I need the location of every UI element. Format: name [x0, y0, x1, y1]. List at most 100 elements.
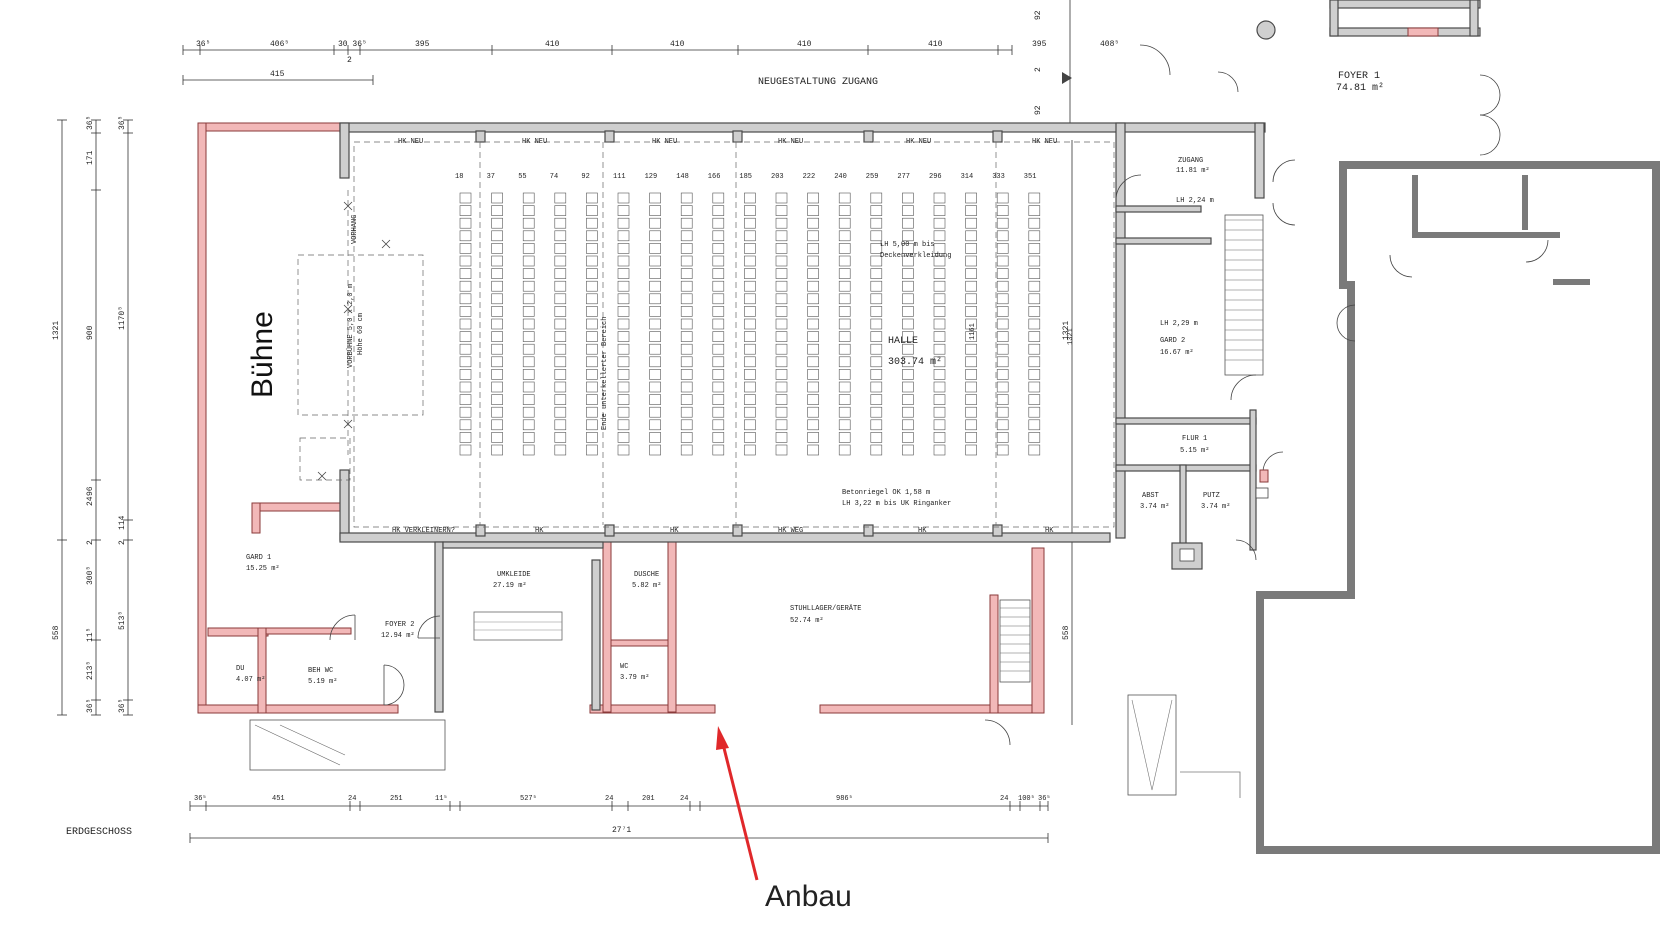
new-wall-bottom-left [197, 704, 399, 714]
seat [554, 318, 567, 330]
new-wall-left [197, 122, 207, 714]
seat [522, 280, 535, 292]
seat [680, 205, 693, 216]
room-abst-area: 3.74 m² [1140, 503, 1169, 511]
right-dim-2: 92 [1034, 105, 1043, 115]
note-betonriegel-2: LH 3,22 m bis UK Ringanker [842, 500, 951, 508]
seat [996, 432, 1009, 443]
room-gard1-area: 15.25 m² [246, 565, 280, 573]
seat [522, 356, 535, 368]
seat [807, 306, 819, 317]
seat [870, 432, 883, 443]
seat [459, 381, 472, 393]
seat [680, 343, 693, 355]
entrance-ramp [249, 719, 446, 771]
seat [680, 406, 693, 418]
seat-column-label: 148 [676, 173, 689, 181]
seat [870, 331, 883, 342]
seat [807, 255, 819, 267]
seat [522, 217, 535, 229]
seat [586, 444, 598, 456]
seat [744, 268, 756, 279]
seat [712, 192, 725, 204]
seat [491, 343, 503, 355]
seat [649, 205, 661, 216]
seat [1028, 205, 1041, 216]
top-dim-7: 410 [797, 40, 812, 49]
seat [554, 343, 567, 355]
seat [1028, 318, 1041, 330]
seat [744, 230, 756, 242]
top-dim-6: 410 [670, 40, 685, 49]
seat [902, 230, 914, 242]
seat [902, 356, 914, 368]
seat [870, 406, 883, 418]
seat [807, 331, 819, 342]
seat [491, 205, 503, 216]
left-dim-m6: 2 [86, 540, 95, 545]
hk-label: HK NEU [522, 138, 547, 146]
seat [712, 293, 725, 305]
seat [775, 217, 788, 229]
seat [933, 444, 946, 456]
seat [965, 205, 977, 216]
seat [522, 444, 535, 456]
seat [1028, 217, 1041, 229]
seat [775, 192, 788, 204]
seat [775, 205, 788, 216]
seat [996, 419, 1009, 431]
seat [491, 419, 503, 431]
seat [902, 306, 914, 317]
room-du-name: DU [236, 665, 244, 673]
hk-label: HK NEU [398, 138, 423, 146]
seat [744, 343, 756, 355]
left-dimension-chain: 1321 558 36⁵ 171 900 24 96 2 300⁵ 11⁵ 21… [52, 116, 133, 716]
seat [712, 217, 725, 229]
room-umkleide-area: 27.19 m² [493, 582, 527, 590]
top-dim-3: 30 36⁵ [338, 40, 367, 49]
seat [838, 293, 851, 305]
seat [838, 268, 851, 279]
seat [838, 205, 851, 216]
seat [838, 192, 851, 204]
seat [870, 369, 883, 380]
seat [491, 444, 503, 456]
seat [712, 381, 725, 393]
seat [870, 205, 883, 216]
top-dim-8: 410 [928, 40, 943, 49]
new-wall-wc-top [610, 639, 669, 647]
wall-gard2-bottom [1115, 417, 1257, 425]
seat [491, 394, 503, 405]
seat [965, 381, 977, 393]
seat [1028, 369, 1041, 380]
seat [459, 268, 472, 279]
seat [649, 255, 661, 267]
new-wall-bottom-right [819, 704, 1041, 714]
seat-column-label: 37 [487, 173, 495, 181]
seat [933, 255, 946, 267]
seat [554, 280, 567, 292]
seat [807, 432, 819, 443]
room-stuhllager-area: 52.74 m² [790, 617, 824, 625]
direction-arrow-icon [1062, 72, 1072, 84]
seat [933, 205, 946, 216]
seat [617, 217, 630, 229]
seat [491, 230, 503, 242]
top-dim-2: 406⁵ [270, 40, 289, 49]
seat [680, 419, 693, 431]
left-dim-m8: 11⁵ [86, 628, 95, 642]
seat [965, 255, 977, 267]
seat [996, 369, 1009, 380]
seat [933, 343, 946, 355]
seat [617, 230, 630, 242]
seat [649, 381, 661, 393]
seat [1028, 230, 1041, 242]
seat [807, 369, 819, 380]
seat [586, 230, 598, 242]
seat [902, 406, 914, 418]
right-dim-1: 92 [1034, 10, 1043, 20]
seat [902, 217, 914, 229]
seat [586, 192, 598, 204]
seat [807, 343, 819, 355]
seat [522, 230, 535, 242]
